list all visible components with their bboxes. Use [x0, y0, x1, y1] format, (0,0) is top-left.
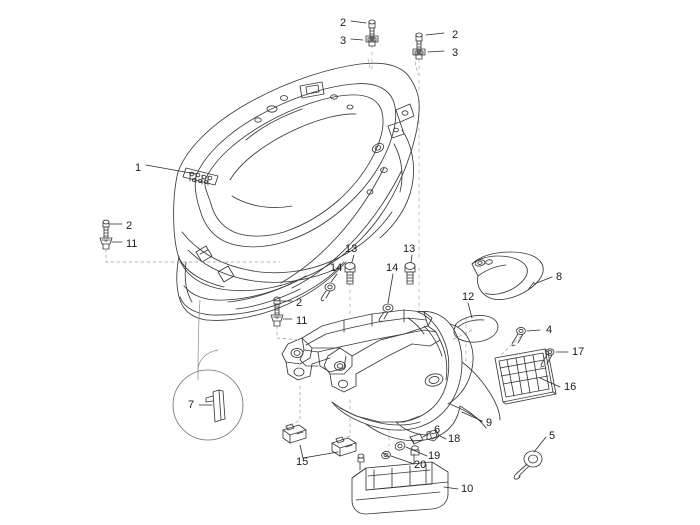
part-grab-handle: [471, 251, 544, 300]
callout-3-top-right[interactable]: 3: [452, 47, 459, 59]
callout-16[interactable]: 16: [564, 381, 577, 393]
leader-lines: [109, 20, 569, 490]
callout-4[interactable]: 4: [546, 324, 553, 336]
part-mounting-clip-left: [282, 423, 307, 444]
part-mounting-clip-right: [331, 436, 357, 457]
detail-magnifier-circle: [172, 349, 244, 441]
callout-7[interactable]: 7: [188, 399, 195, 411]
callout-2-top-left[interactable]: 2: [340, 17, 347, 29]
callout-9[interactable]: 9: [486, 417, 493, 429]
fastener-nut-top-left: [365, 35, 379, 47]
fastener-screw-13-left: [344, 262, 356, 285]
fastener-screw-13-right: [404, 262, 416, 285]
callout-13-left[interactable]: 13: [345, 243, 358, 255]
callout-17[interactable]: 17: [572, 346, 585, 358]
fastener-nut-18: [426, 429, 440, 442]
part-plastic-rivet: [513, 450, 543, 480]
callout-12[interactable]: 12: [462, 291, 475, 303]
callout-5[interactable]: 5: [549, 430, 556, 442]
callout-14-right[interactable]: 14: [386, 262, 399, 274]
fastener-washer-20: [381, 450, 391, 460]
callout-2-left[interactable]: 2: [126, 220, 133, 232]
fastener-bush-6: [409, 433, 424, 445]
fastener-bolt-left: [102, 219, 110, 239]
fastener-rivet-14-right: [378, 303, 394, 323]
part-license-plate-light: [351, 445, 449, 515]
fastener-washer-19: [394, 441, 406, 451]
callout-13-right[interactable]: 13: [403, 243, 416, 255]
callout-11-left[interactable]: 11: [126, 238, 138, 250]
callout-20[interactable]: 20: [414, 459, 427, 471]
fastener-bolt-top-left: [368, 19, 376, 41]
fastener-plastic-nut-left: [99, 237, 113, 250]
fastener-screw-17: [540, 348, 555, 368]
callout-8[interactable]: 8: [556, 271, 563, 283]
callout-2-mid[interactable]: 2: [296, 297, 303, 309]
fastener-rivet-14-left: [320, 282, 336, 302]
fastener-bolt-top-right: [415, 32, 423, 54]
assembly-axis-lines: [349, 37, 467, 447]
part-rear-subframe-bracket: [281, 309, 441, 393]
fastener-nut-top-right: [412, 48, 426, 60]
callout-18[interactable]: 18: [448, 433, 461, 445]
callout-11-mid[interactable]: 11: [296, 315, 308, 327]
callout-19[interactable]: 19: [428, 450, 441, 462]
callout-15[interactable]: 15: [296, 456, 309, 468]
part-rear-body-cowl: [173, 62, 420, 381]
part-oval-reflector-pad: [453, 315, 499, 343]
fastener-plastic-nut-mid: [270, 314, 284, 327]
callout-2-top-right[interactable]: 2: [452, 29, 459, 41]
part-mesh-grille: [494, 348, 557, 405]
callout-3-top-left[interactable]: 3: [340, 35, 347, 47]
callout-1[interactable]: 1: [135, 162, 142, 174]
part-link-lines: [105, 58, 551, 441]
fastener-screw-4: [511, 326, 526, 347]
callout-6[interactable]: 6: [434, 424, 441, 436]
callout-14-left[interactable]: 14: [330, 262, 343, 274]
callout-10[interactable]: 10: [461, 483, 474, 495]
part-rear-mudguard: [331, 311, 501, 442]
